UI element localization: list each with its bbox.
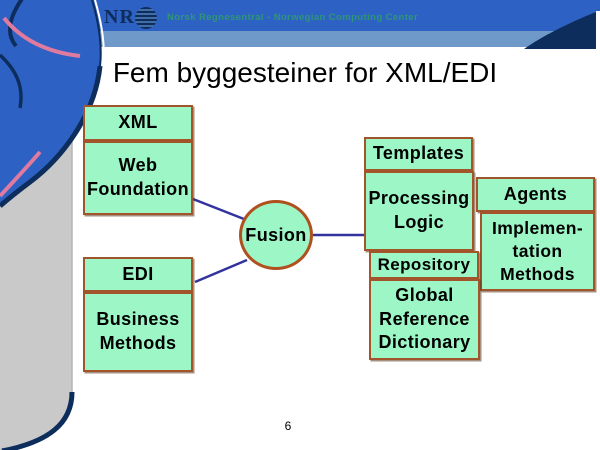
side-column-bottom-curve bbox=[1, 391, 75, 450]
box-processing-logic: Processing Logic bbox=[364, 171, 474, 251]
box-web-foundation: Web Foundation bbox=[83, 141, 193, 215]
org-name: Norsk Regnesentral - Norwegian Computing… bbox=[167, 12, 419, 23]
blob-pink-ribbon-upper bbox=[2, 16, 81, 58]
blob-swirl-left bbox=[0, 53, 23, 109]
fusion-circle: Fusion bbox=[239, 200, 313, 270]
connector-webfoundation-fusion bbox=[192, 197, 250, 223]
blob-pink-ribbon-lower bbox=[0, 150, 42, 198]
box-business-methods: Business Methods bbox=[83, 292, 193, 372]
corner-blob-edge-top bbox=[91, 0, 102, 67]
header-corner-wedge bbox=[524, 12, 596, 49]
page-number: 6 bbox=[284, 419, 292, 433]
corner-blob-edge bbox=[0, 65, 103, 208]
box-templates: Templates bbox=[364, 137, 473, 171]
box-implementation-methods: Implemen- tation Methods bbox=[480, 212, 595, 291]
box-agents: Agents bbox=[476, 177, 595, 212]
slide-title: Fem byggesteiner for XML/EDI bbox=[112, 57, 498, 88]
header-strip bbox=[0, 31, 600, 47]
connector-lines bbox=[192, 197, 364, 284]
header-corner-sliver bbox=[596, 11, 600, 50]
box-global-reference-dictionary: Global Reference Dictionary bbox=[369, 279, 480, 360]
corner-blob-sliver bbox=[94, 0, 105, 63]
box-edi: EDI bbox=[83, 257, 193, 292]
box-repository: Repository bbox=[369, 251, 479, 279]
connector-edi-fusion bbox=[194, 258, 248, 284]
nr-logo: NR bbox=[104, 6, 135, 28]
corner-blob-shape bbox=[0, 0, 101, 206]
globe-icon bbox=[135, 7, 157, 29]
box-xml: XML bbox=[83, 105, 193, 141]
